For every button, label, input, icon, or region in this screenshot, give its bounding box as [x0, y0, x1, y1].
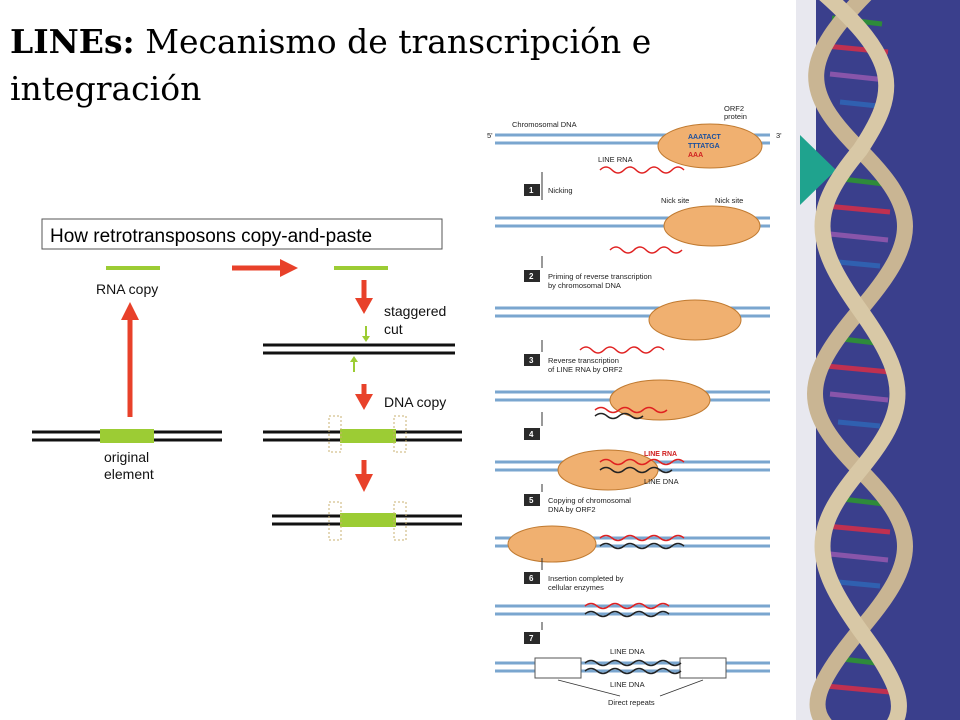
step-5-number: 5: [529, 496, 534, 505]
title-bold: LINEs:: [10, 22, 135, 61]
direct-repeat-pointer-right: [659, 679, 704, 697]
step-6-number: 6: [529, 574, 534, 583]
step-5-text-2: DNA by ORF2: [548, 505, 596, 514]
down-arrow-3-head: [355, 474, 373, 492]
step-2-box: [524, 270, 540, 282]
step-6-text-2: cellular enzymes: [548, 583, 604, 592]
original-label-1: original: [104, 449, 149, 465]
down-arrow-2-head: [355, 394, 373, 410]
row4-line-dna: [599, 466, 673, 474]
row4-line-dna-label: LINE DNA: [644, 477, 679, 486]
orf2-label-1: ORF2: [724, 104, 744, 113]
row2-orf2-protein: [648, 299, 742, 341]
step-6-box: [524, 572, 540, 584]
step-1-number: 1: [529, 186, 534, 195]
staggered-label-2: cut: [384, 321, 403, 337]
direct-repeats-label: Direct repeats: [608, 698, 655, 707]
step-1-box: [524, 184, 540, 196]
row0-line-rna: [599, 166, 685, 174]
direct-repeat-left: [534, 657, 582, 679]
orf2-label-2: protein: [724, 112, 747, 121]
direct-repeat-right: [679, 657, 727, 679]
slide-title: LINEs: Mecanismo de transcripción e inte…: [10, 18, 790, 112]
step-4-box: [524, 428, 540, 440]
step-5-text-1: Copying of chromosomal: [548, 496, 631, 505]
repeat-box-right: [393, 415, 407, 453]
final-repeat-left: [328, 501, 342, 541]
move-arrow-head: [280, 259, 298, 277]
staggered-label-1: staggered: [384, 303, 446, 319]
direct-repeat-pointer-left: [557, 679, 621, 697]
row0-orf2-protein: [657, 123, 763, 169]
step-4-number: 4: [529, 430, 534, 439]
step-2-text-1: Priming of reverse transcription: [548, 272, 652, 281]
nick-site-label-2: Nick site: [715, 196, 743, 205]
row3-orf2-protein: [609, 379, 711, 421]
final-element: [340, 513, 396, 527]
row5-orf2-protein: [507, 525, 597, 563]
row7-line-dna-top: [584, 659, 682, 667]
step-2-text-2: by chromosomal DNA: [548, 281, 621, 290]
row6-line-dna: [584, 610, 670, 618]
row0-five: 5': [487, 131, 493, 140]
down-arrow-1-head: [355, 298, 373, 314]
row0-three: 3': [776, 131, 782, 140]
cut-marker-bottom-head: [350, 356, 358, 362]
final-repeat-right: [393, 501, 407, 541]
row7-line-dna-label-2: LINE DNA: [610, 680, 645, 689]
step-3-number: 3: [529, 356, 534, 365]
row4-orf2-protein: [557, 449, 659, 491]
rna-copy-label: RNA copy: [96, 281, 158, 297]
row5-line-rna: [599, 534, 685, 542]
original-element: [100, 429, 154, 443]
row6-line-rna: [584, 602, 670, 610]
row0-seq-bottom: TTTATGA: [688, 143, 720, 150]
diagram-heading-box: [41, 218, 443, 250]
row2-line-rna: [579, 346, 665, 354]
diagram-heading: How retrotransposons copy-and-paste: [50, 226, 372, 247]
retrotransposon-diagram: How retrotransposons copy-and-paste orig…: [32, 218, 462, 541]
step-6-text-1: Insertion completed by: [548, 574, 624, 583]
row7-line-dna-label-1: LINE DNA: [610, 647, 645, 656]
step-7-number: 7: [529, 634, 534, 643]
step-5-box: [524, 494, 540, 506]
row1-orf2-protein: [663, 205, 761, 247]
row7-line-dna-bottom: [584, 667, 682, 675]
step-3-text-1: Reverse transcription: [548, 356, 619, 365]
copied-element: [340, 429, 396, 443]
chromosomal-dna-label: Chromosomal DNA: [512, 120, 577, 129]
transcription-arrow-head: [121, 302, 139, 320]
step-3-text-2: of LINE RNA by ORF2: [548, 365, 623, 374]
original-label-2: element: [104, 466, 154, 482]
title-rest: Mecanismo de transcripción e integración: [10, 22, 652, 108]
row3-line-rna: [594, 406, 668, 414]
dna-copy-label: DNA copy: [384, 394, 446, 410]
step-7-box: [524, 632, 540, 644]
dna-helix-decoration: [796, 0, 960, 720]
repeat-box-left: [328, 415, 342, 453]
row3-line-dna: [594, 412, 644, 420]
nick-site-label-1: Nick site: [661, 196, 689, 205]
step-1-text: Nicking: [548, 186, 573, 195]
row0-seq-top: AAATACT: [688, 134, 722, 141]
step-3-box: [524, 354, 540, 366]
row0-polya: AAA: [688, 152, 703, 159]
row4-line-rna-label: LINE RNA: [644, 451, 677, 458]
line-rna-label: LINE RNA: [598, 155, 633, 164]
row4-line-rna: [599, 458, 685, 466]
line-mechanism-figure: Chromosomal DNA ORF2 protein LINE RNA AA…: [480, 98, 792, 710]
row1-line-rna: [609, 246, 683, 254]
cut-marker-top-head: [362, 336, 370, 342]
row5-line-dna: [599, 542, 685, 550]
step-2-number: 2: [529, 272, 534, 281]
